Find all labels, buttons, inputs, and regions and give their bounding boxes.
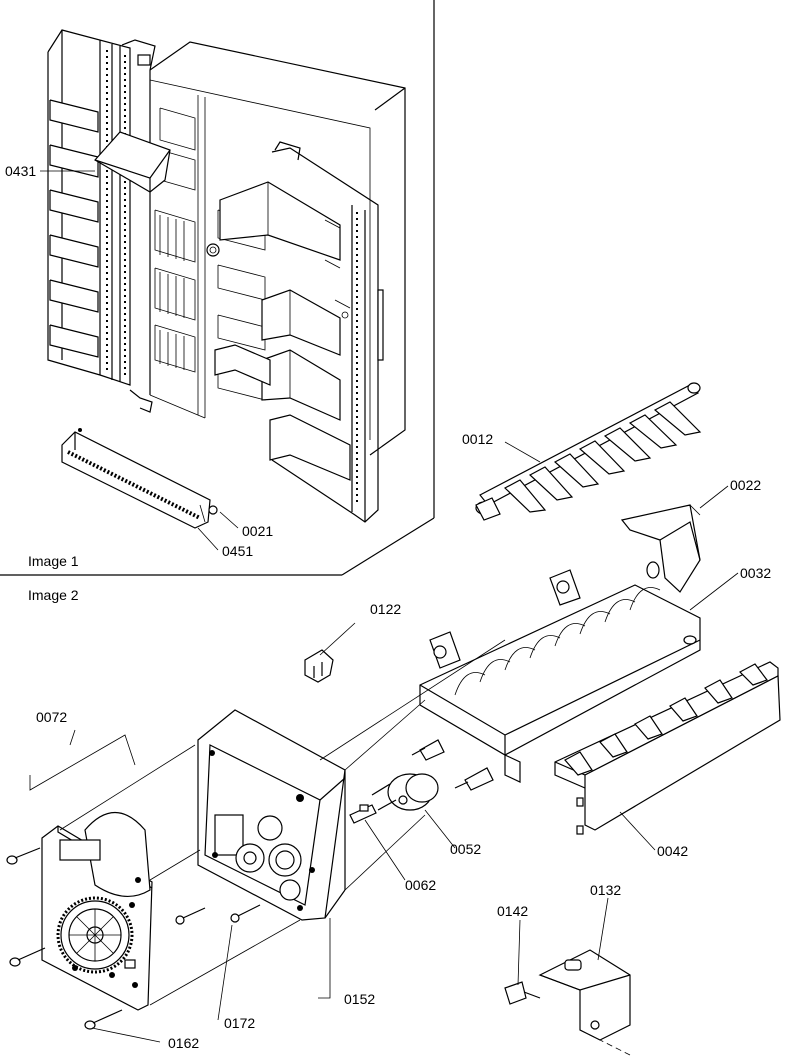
screw-left-upper (6, 847, 41, 865)
base-grille (61, 428, 218, 529)
callout-0142: 0142 (497, 903, 528, 919)
screws (6, 847, 261, 1030)
callout-0072: 0072 (36, 709, 67, 725)
ejector-blades (503, 401, 702, 513)
callout-0022: 0022 (730, 477, 761, 493)
screw-left-lower (9, 947, 46, 967)
callout-labels: 0431 0021 0451 0012 0022 0032 0122 0072 … (5, 163, 771, 1051)
ice-bucket-shelf (94, 131, 171, 193)
callout-0021: 0021 (242, 523, 273, 539)
callout-0052: 0052 (450, 841, 481, 857)
stripper-part (620, 504, 701, 593)
fresh-food-door-bins (214, 181, 351, 481)
image2-label: Image 2 (28, 587, 79, 603)
mold-cavities (454, 587, 661, 696)
fresh-food-door (214, 141, 384, 523)
module-part (41, 811, 153, 1011)
callout-0132: 0132 (590, 882, 621, 898)
housing-internals (209, 750, 315, 911)
screw-0172 (230, 904, 261, 923)
image2-leaders (29, 441, 739, 1043)
bracket-part (538, 949, 631, 1056)
image1-leaders (40, 170, 239, 551)
freezer-baskets (154, 107, 196, 373)
fresh-food-door-ribs (324, 219, 351, 319)
section-labels: Image 1 Image 2 (28, 553, 79, 603)
freezer-door-bins (49, 99, 99, 358)
refrigerator-cabinet (149, 41, 406, 456)
explode-lines (59, 639, 506, 1006)
callout-0122: 0122 (370, 601, 401, 617)
callout-0172: 0172 (224, 1015, 255, 1031)
callout-0012: 0012 (462, 431, 493, 447)
cover-part (554, 661, 781, 835)
screw-0162 (84, 1009, 123, 1030)
ejector-part (475, 382, 702, 521)
pins (411, 739, 494, 791)
thermostat-part (349, 804, 377, 824)
freezer-door (47, 29, 156, 413)
callout-0162: 0162 (168, 1035, 199, 1051)
callout-0451: 0451 (222, 543, 253, 559)
screw-mid (175, 907, 206, 925)
freezer-door-gasket (106, 50, 126, 378)
mold-part (419, 569, 701, 783)
clip-part (304, 649, 334, 683)
housing-part (197, 709, 346, 921)
module-gear-spokes (69, 909, 121, 961)
callout-0431: 0431 (5, 163, 36, 179)
image1-frame (0, 0, 435, 576)
callout-0032: 0032 (740, 565, 771, 581)
motor-part (371, 773, 439, 811)
callout-0062: 0062 (405, 877, 436, 893)
screw-0142 (504, 981, 541, 1005)
callout-0152: 0152 (344, 991, 375, 1007)
image1-label: Image 1 (28, 553, 79, 569)
cover-fingers (564, 663, 768, 776)
callout-0042: 0042 (657, 843, 688, 859)
